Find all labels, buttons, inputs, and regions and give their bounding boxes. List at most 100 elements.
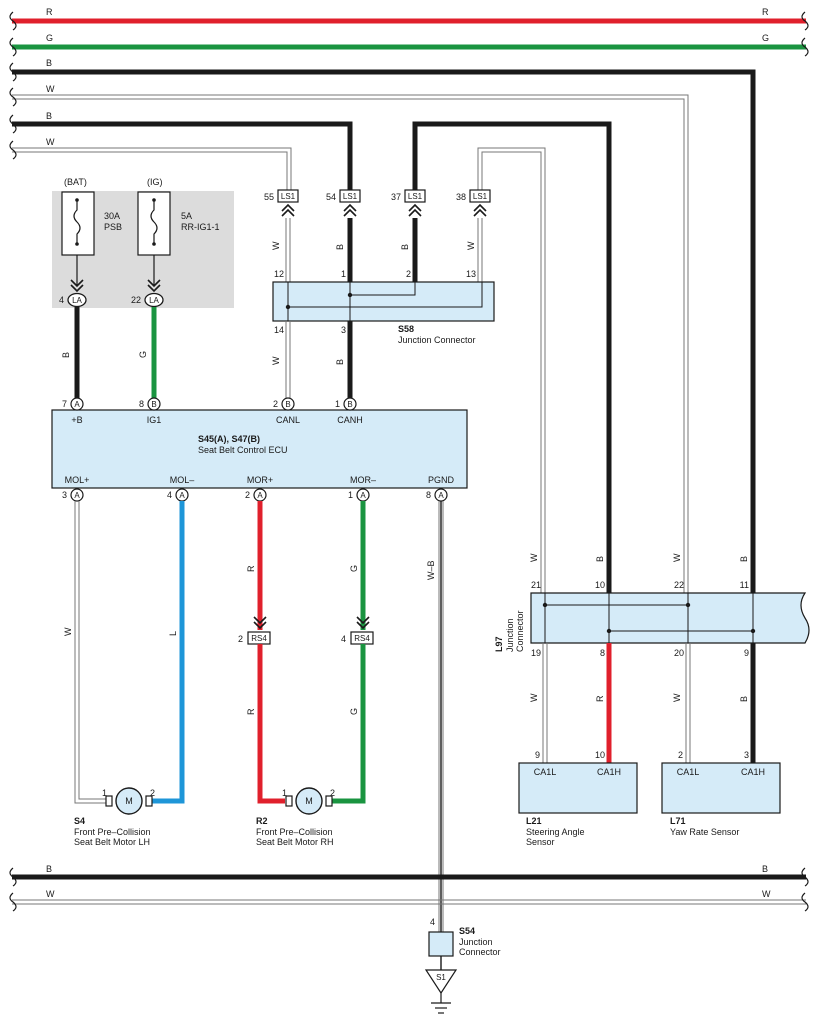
pin-number: 9 [535,750,540,760]
s58-name: Junction Connector [398,335,476,345]
ecu-pin-canh: B [343,397,357,411]
terminal-label: CA1H [597,767,621,777]
svg-text:A: A [438,491,444,500]
wire-color-label: W [466,241,476,250]
fuse-rating: 5A [181,211,192,221]
r2-name: Seat Belt Motor RH [256,837,334,847]
wire-color-label: B [61,352,71,358]
svg-text:RS4: RS4 [251,634,267,643]
terminal-label: MOL+ [65,475,90,485]
connector-ls1-37: LS1 [404,189,426,203]
wire-color-label: B [335,359,345,365]
yaw-rate-sensor-l71 [661,762,781,814]
pin-number: 19 [531,648,541,658]
wire-blue-mol-minus [152,501,185,804]
connector-la-4: LA [67,292,87,308]
wire-color-label: R [595,695,605,702]
wire-color-label: B [595,556,605,562]
s54-junction-connector [428,931,454,957]
wire-black-ls1-37-l97-10 [412,121,612,593]
fuse-source-bat: (BAT) [64,177,87,187]
bus-wire-black-l97-11 [12,69,756,593]
connector-ls1-55: LS1 [277,189,299,203]
svg-text:B: B [347,400,352,409]
wire-white-mol-plus [74,501,106,804]
terminal-label: MOL– [170,475,195,485]
pin-number: 13 [466,269,476,279]
terminal-label: PGND [428,475,455,485]
pin-number: 2 [678,750,683,760]
wire-color-label: W [271,241,281,250]
pin-number: 22 [674,580,684,590]
l21-name: Steering Angle [526,827,585,837]
pin-number: 21 [531,580,541,590]
ecu-pin-mol-minus: A [175,488,189,502]
svg-text:LA: LA [72,296,82,305]
svg-text:A: A [74,491,80,500]
svg-text:RS4: RS4 [354,634,370,643]
wire-color-label: G [349,565,359,572]
pin-number: 38 [456,192,466,202]
pin-number: 2 [273,399,278,409]
s4-name: Front Pre–Collision [74,827,151,837]
svg-text:M: M [305,796,313,806]
chevron-icon [343,203,357,217]
pin-number: 2 [330,788,335,798]
pin-number: 10 [595,750,605,760]
wire-color-label: B [739,556,749,562]
pin-number: 20 [674,648,684,658]
svg-text:B: B [151,400,156,409]
wire-green-rs4-to-motor [331,644,366,804]
terminal-label: CANL [276,415,300,425]
wire-color-label: R [246,708,256,715]
pin-number: 1 [341,269,346,279]
wire-break-marks [9,867,809,912]
ecu-id: S45(A), S47(B) [198,434,260,444]
wire-color-label: R [246,565,256,572]
svg-text:LS1: LS1 [281,192,296,201]
fuse-30a-psb [61,191,95,256]
chevron-icon [147,279,161,293]
l97-name: Junction [505,618,515,652]
seat-belt-control-ecu [51,409,468,489]
pin-number: 1 [335,399,340,409]
wire-color-label: W [529,553,539,562]
l97-junction-connector [530,592,810,644]
wire-color-label: R [46,7,53,17]
terminal-label: CANH [337,415,363,425]
wire-color-label: W [529,693,539,702]
wire-color-label: B [335,244,345,250]
wire-color-label: B [46,111,52,121]
pin-number: 14 [274,325,284,335]
ground-icon: S1 [424,969,458,1014]
l97-id: L97 [494,636,504,652]
wire-color-label: W [672,553,682,562]
pin-number: 7 [62,399,67,409]
wire-white-canl [285,321,291,398]
wire-color-label: W–B [426,560,436,580]
terminal-label: CA1L [677,767,700,777]
chevron-icon [408,203,422,217]
svg-text:S1: S1 [436,973,446,982]
ecu-pin-mol-plus: A [70,488,84,502]
wire-white-l97-19 [542,643,548,763]
pin-number: 1 [102,788,107,798]
chevron-icon [473,203,487,217]
fuse-source-ig: (IG) [147,177,163,187]
pin-number: 11 [740,580,749,590]
wire-color-label: G [138,351,148,358]
wire-color-label: W [46,84,55,94]
s58-id: S58 [398,324,414,334]
bus-wire-white-l97-22 [12,94,689,593]
fuse-5a-rr-ig1-1 [137,191,171,256]
wire-white-ls1-38-l97-21 [477,147,546,593]
pin-number: 4 [341,634,346,644]
svg-text:B: B [285,400,290,409]
wire-color-label: B [46,58,52,68]
chevron-icon [253,616,267,630]
pin-number: 12 [274,269,284,279]
chevron-icon [70,279,84,293]
terminal-label: CA1L [534,767,557,777]
svg-text:A: A [257,491,263,500]
